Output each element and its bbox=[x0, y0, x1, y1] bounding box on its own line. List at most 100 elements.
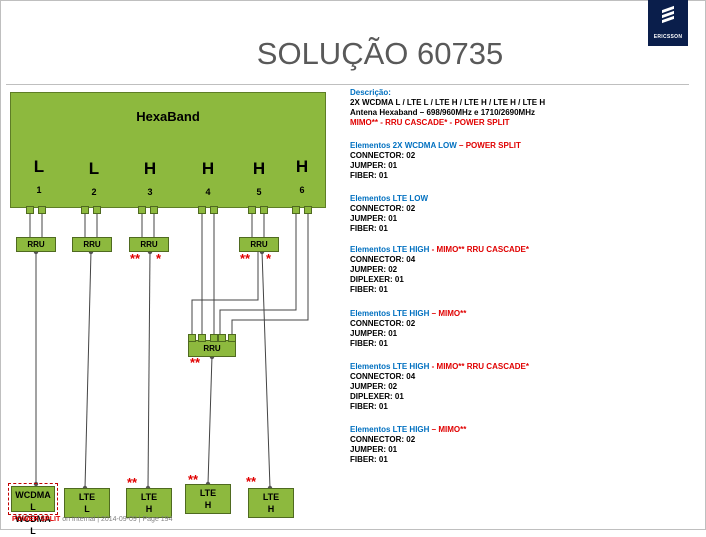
antenna-connector bbox=[138, 206, 146, 214]
mimo-marker: ** bbox=[240, 251, 251, 266]
port-6-band: H bbox=[295, 157, 309, 176]
lte-high-unit-3: LTE H bbox=[248, 488, 294, 518]
antenna-connector bbox=[248, 206, 256, 214]
section-wcdma-low: Elementos 2X WCDMA LOW – POWER SPLIT CON… bbox=[350, 141, 521, 181]
rru-3: RRU bbox=[129, 237, 169, 252]
section-line: FIBER: 01 bbox=[350, 339, 388, 348]
section-title: Elementos LTE LOW bbox=[350, 194, 429, 203]
lte-high-3-line-2: H bbox=[267, 504, 275, 514]
section-line: CONNECTOR: 04 bbox=[350, 372, 416, 381]
section-line: JUMPER: 02 bbox=[350, 265, 398, 274]
port-3-number: 3 bbox=[147, 187, 153, 197]
section-line: FIBER: 01 bbox=[350, 171, 388, 180]
description-block: Descrição: 2X WCDMA L / LTE L / LTE H / … bbox=[350, 88, 545, 128]
antenna-connector bbox=[81, 206, 89, 214]
lte-high-2-line-2: H bbox=[204, 500, 212, 510]
section-line: JUMPER: 01 bbox=[350, 329, 398, 338]
section-subtitle: - MIMO** RRU CASCADE* bbox=[429, 362, 529, 371]
antenna-connector bbox=[38, 206, 46, 214]
description-line-3: MIMO** - RRU CASCADE* - POWER SPLIT bbox=[350, 118, 510, 127]
port-3-band: H bbox=[143, 159, 157, 178]
section-line: CONNECTOR: 02 bbox=[350, 319, 416, 328]
rru-2: RRU bbox=[72, 237, 112, 252]
lte-low-line-2: L bbox=[84, 504, 90, 514]
rru-5: RRU bbox=[239, 237, 279, 252]
section-line: CONNECTOR: 02 bbox=[350, 204, 416, 213]
mimo-marker: ** bbox=[127, 475, 138, 490]
section-title: Elementos LTE HIGH bbox=[350, 362, 430, 371]
section-line: DIPLEXER: 01 bbox=[350, 275, 404, 284]
lte-low-unit: LTE L bbox=[64, 488, 110, 518]
cascade-line bbox=[191, 251, 259, 336]
ericsson-logo-text: ERICSSON bbox=[653, 34, 683, 40]
section-line: FIBER: 01 bbox=[350, 224, 388, 233]
rru-connector bbox=[188, 334, 196, 342]
section-title: Elementos LTE HIGH bbox=[350, 309, 430, 318]
description-line-1: 2X WCDMA L / LTE L / LTE H / LTE H / LTE… bbox=[350, 98, 546, 107]
rru-connector bbox=[228, 334, 236, 342]
antenna-connector bbox=[198, 206, 206, 214]
section-line: CONNECTOR: 02 bbox=[350, 151, 416, 160]
section-line: FIBER: 01 bbox=[350, 402, 388, 411]
lte-high-1-line-2: H bbox=[145, 504, 153, 514]
cascade-marker: * bbox=[156, 251, 162, 266]
hexaband-label: HexaBand bbox=[136, 109, 200, 124]
port-2-number: 2 bbox=[91, 187, 97, 197]
antenna-connector bbox=[260, 206, 268, 214]
port-1-number: 1 bbox=[36, 185, 42, 195]
wcdma-line-1: WCDMA L bbox=[15, 490, 51, 512]
lte-high-unit-1: LTE H bbox=[126, 488, 172, 518]
lte-high-1-line-1: LTE bbox=[140, 492, 158, 502]
slide-title: SOLUÇÃO 60735 bbox=[256, 36, 504, 71]
ericsson-logo: ERICSSON bbox=[648, 0, 688, 46]
cascade-marker: * bbox=[266, 251, 272, 266]
section-subtitle: - MIMO** RRU CASCADE* bbox=[429, 245, 529, 254]
footer-text: on Internal | 2014-09-09 | Page 194 bbox=[62, 516, 173, 523]
port-1-band: L bbox=[33, 157, 45, 176]
fiber-line bbox=[84, 250, 92, 489]
antenna-connector bbox=[210, 206, 218, 214]
port-5-band: H bbox=[252, 159, 266, 178]
lte-low-line-1: LTE bbox=[78, 492, 96, 502]
mimo-marker: ** bbox=[246, 474, 257, 489]
fiber-line bbox=[147, 250, 151, 489]
section-title: Elementos 2X WCDMA LOW bbox=[350, 141, 457, 150]
section-lte-high-4: Elementos LTE HIGH – MIMO** CONNECTOR: 0… bbox=[350, 425, 466, 465]
description-heading: Descrição: bbox=[350, 88, 391, 97]
antenna-connector bbox=[93, 206, 101, 214]
section-line: FIBER: 01 bbox=[350, 285, 388, 294]
section-lte-high-1: Elementos LTE HIGH - MIMO** RRU CASCADE*… bbox=[350, 245, 529, 295]
rru-connector bbox=[198, 334, 206, 342]
section-title: Elementos LTE HIGH bbox=[350, 425, 430, 434]
rru-connector bbox=[218, 334, 226, 342]
antenna-connector bbox=[150, 206, 158, 214]
rru-connector bbox=[210, 334, 218, 342]
section-subtitle: – POWER SPLIT bbox=[456, 141, 521, 150]
mimo-marker: ** bbox=[190, 355, 201, 370]
section-line: JUMPER: 02 bbox=[350, 382, 398, 391]
lte-high-3-line-1: LTE bbox=[262, 492, 280, 502]
fiber-line bbox=[207, 355, 213, 485]
footer: POWER SPLIT on Internal | 2014-09-09 | P… bbox=[12, 516, 172, 523]
port-2-band: L bbox=[88, 159, 100, 178]
section-subtitle: – MIMO** bbox=[429, 425, 467, 434]
section-lte-high-3: Elementos LTE HIGH - MIMO** RRU CASCADE*… bbox=[350, 362, 529, 412]
mimo-marker: ** bbox=[188, 472, 199, 487]
section-line: JUMPER: 01 bbox=[350, 214, 398, 223]
power-split-outline bbox=[8, 483, 58, 515]
antenna-connector bbox=[304, 206, 312, 214]
section-subtitle: – MIMO** bbox=[429, 309, 467, 318]
footer-power-split: POWER SPLIT bbox=[12, 516, 61, 523]
port-4-band: H bbox=[201, 159, 215, 178]
mimo-marker: ** bbox=[130, 251, 141, 266]
port-6-number: 6 bbox=[299, 185, 305, 195]
cascade-line bbox=[231, 211, 309, 336]
